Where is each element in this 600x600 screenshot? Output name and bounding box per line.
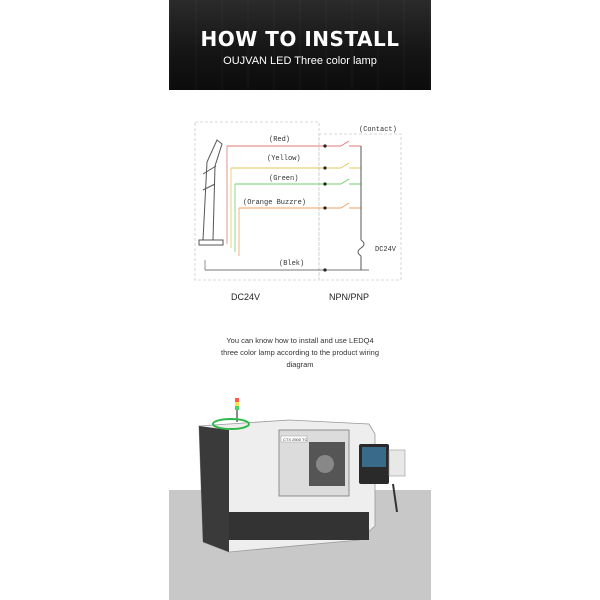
junction-dots (323, 144, 327, 272)
caption-line: diagram (286, 360, 314, 369)
label-red: (Red) (269, 136, 290, 144)
tower-lamp-icon (198, 139, 224, 246)
caption-line: You can know how to install and use LEDQ… (226, 336, 374, 345)
rotation-arrow-icon (212, 418, 250, 430)
lamp-box (194, 121, 320, 281)
product-page: HOW TO INSTALL OUJVAN LED Three color la… (169, 0, 431, 600)
contact-box (318, 133, 402, 281)
banner-background (169, 0, 431, 90)
control-side-box (388, 449, 406, 477)
label-orange: (Orange Buzzre) (243, 199, 306, 207)
control-arm (392, 483, 398, 513)
label-green: (Green) (269, 175, 298, 183)
label-yellow: (Yellow) (267, 155, 301, 163)
label-supply: DC24V (375, 246, 397, 254)
banner-title: HOW TO INSTALL (200, 27, 400, 51)
wiring-diagram: (Red) (Yellow) (Green) (Orange Buzzre) (… (194, 121, 402, 302)
lamp-green (235, 406, 239, 410)
lamp-yellow (235, 402, 239, 406)
caption: You can know how to install and use LEDQ… (199, 335, 401, 371)
machine-side-panel (199, 426, 229, 552)
caption-line: three color lamp according to the produc… (221, 348, 379, 357)
label-left-box: DC24V (231, 292, 260, 302)
label-right-box: NPN/PNP (329, 292, 369, 302)
cnc-machine-image: CTX 2500 TC (169, 390, 431, 600)
machine-brand-text: CTX 2500 TC (283, 437, 307, 442)
lamp-red (235, 398, 239, 402)
spindle-chuck (316, 455, 334, 473)
install-banner: HOW TO INSTALL OUJVAN LED Three color la… (169, 0, 431, 90)
label-black: (Blek) (279, 260, 304, 268)
label-contact: (Contact) (359, 126, 397, 134)
machine-label-plate (280, 435, 308, 443)
contact-switches (340, 140, 369, 271)
banner-subtitle: OUJVAN LED Three color lamp (223, 55, 377, 67)
machine-base-strip (229, 512, 369, 540)
control-screen (362, 447, 386, 467)
